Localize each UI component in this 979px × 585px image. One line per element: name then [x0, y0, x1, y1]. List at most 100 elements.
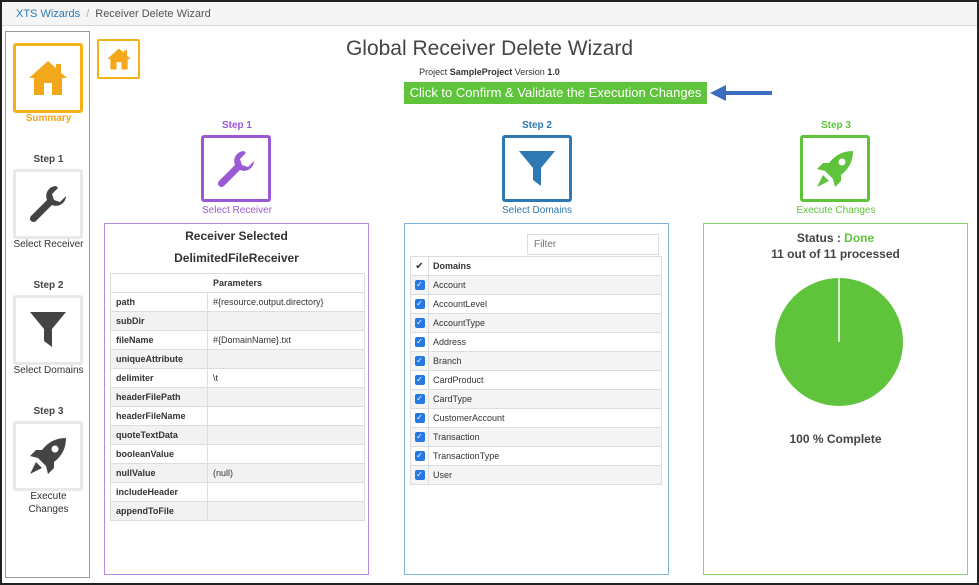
arrow-left-icon: [710, 85, 772, 101]
domain-checkbox[interactable]: ✓: [410, 275, 429, 295]
processed-count: 11 out of 11 processed: [771, 247, 900, 261]
domain-row[interactable]: ✓CardProduct: [410, 370, 662, 390]
domain-checkbox[interactable]: ✓: [410, 313, 429, 333]
page-title: Global Receiver Delete Wizard: [345, 37, 634, 60]
sidebar-select-receiver-button[interactable]: [13, 169, 83, 239]
checkbox-checked-icon: ✓: [414, 299, 425, 310]
sidebar-summary-label: Summary: [25, 113, 72, 124]
parameter-row: booleanValue: [110, 444, 365, 464]
parameter-row: quoteTextData: [110, 425, 365, 445]
home-button[interactable]: [97, 39, 140, 79]
parameter-key: delimiter: [110, 368, 208, 388]
parameter-value: #{DomainName}.txt: [207, 330, 365, 350]
checkbox-checked-icon: ✓: [414, 337, 425, 348]
domain-checkbox[interactable]: ✓: [410, 465, 429, 485]
progress-pie-chart: [775, 278, 903, 406]
domain-row[interactable]: ✓CustomerAccount: [410, 408, 662, 428]
domains-column-header: Domains: [428, 256, 662, 276]
parameter-key: uniqueAttribute: [110, 349, 208, 369]
parameter-value: [207, 349, 365, 369]
project-name: SampleProject: [449, 67, 513, 77]
parameter-value: [207, 425, 365, 445]
parameter-row: includeHeader: [110, 482, 365, 502]
checkbox-checked-icon: ✓: [414, 318, 425, 329]
parameter-value: [207, 387, 365, 407]
step3-execute-changes-button[interactable]: [800, 135, 870, 202]
receiver-name: DelimitedFileReceiver: [174, 251, 299, 265]
checkbox-checked-icon: ✓: [414, 375, 425, 386]
breadcrumb-current: Receiver Delete Wizard: [95, 8, 211, 20]
receiver-panel: Receiver Selected DelimitedFileReceiver …: [104, 223, 369, 575]
sidebar-select-domains-label: Select Domains: [13, 365, 84, 376]
checkbox-checked-icon: ✓: [414, 413, 425, 424]
parameters-header: Parameters: [110, 273, 365, 293]
domain-checkbox[interactable]: ✓: [410, 294, 429, 314]
checkbox-checked-icon: ✓: [414, 451, 425, 462]
domain-row[interactable]: ✓Branch: [410, 351, 662, 371]
parameter-key: headerFileName: [110, 406, 208, 426]
domain-row[interactable]: ✓AccountType: [410, 313, 662, 333]
step2-select-domains-button[interactable]: [502, 135, 572, 202]
domain-row[interactable]: ✓TransactionType: [410, 446, 662, 466]
parameter-key: quoteTextData: [110, 425, 208, 445]
domain-name: AccountLevel: [428, 294, 662, 314]
sidebar-execute-changes-button[interactable]: [13, 421, 83, 491]
domain-row[interactable]: ✓Account: [410, 275, 662, 295]
domain-checkbox[interactable]: ✓: [410, 351, 429, 371]
step2-header: Step 2: [521, 120, 552, 131]
version-prefix: Version: [514, 67, 545, 77]
check-icon: ✔: [415, 260, 424, 272]
completion-text: 100 % Complete: [789, 432, 882, 446]
sidebar-summary-button[interactable]: [13, 43, 83, 113]
domain-checkbox[interactable]: ✓: [410, 408, 429, 428]
domain-row[interactable]: ✓Transaction: [410, 427, 662, 447]
select-all-checkbox[interactable]: ✔: [410, 256, 429, 276]
parameter-key: appendToFile: [110, 501, 208, 521]
parameter-row: delimiter\t: [110, 368, 365, 388]
step3-header: Step 3: [820, 120, 851, 131]
domain-name: Address: [428, 332, 662, 352]
rocket-icon: [30, 438, 66, 474]
step2-caption: Select Domains: [501, 205, 573, 216]
filter-icon: [30, 312, 66, 347]
parameter-value: \t: [207, 368, 365, 388]
sidebar-select-domains-button[interactable]: [13, 295, 83, 365]
status-line: Status : Done: [704, 231, 967, 245]
step1-header: Step 1: [221, 120, 252, 131]
domain-checkbox[interactable]: ✓: [410, 332, 429, 352]
parameter-key: includeHeader: [110, 482, 208, 502]
domain-row[interactable]: ✓AccountLevel: [410, 294, 662, 314]
domain-name: Transaction: [428, 427, 662, 447]
confirm-validate-button[interactable]: Click to Confirm & Validate the Executio…: [404, 82, 707, 104]
parameter-key: subDir: [110, 311, 208, 331]
home-icon: [29, 61, 67, 95]
domain-name: User: [428, 465, 662, 485]
domains-panel: ✔ Domains ✓Account✓AccountLevel✓AccountT…: [404, 223, 669, 575]
domain-name: Account: [428, 275, 662, 295]
domain-row[interactable]: ✓Address: [410, 332, 662, 352]
status-label: Status :: [796, 231, 841, 245]
parameter-key: headerFilePath: [110, 387, 208, 407]
parameter-value: (null): [207, 463, 365, 483]
domain-checkbox[interactable]: ✓: [410, 389, 429, 409]
step1-select-receiver-button[interactable]: [201, 135, 271, 202]
domain-row[interactable]: ✓CardType: [410, 389, 662, 409]
filter-icon: [519, 150, 555, 186]
breadcrumb-link-xts-wizards[interactable]: XTS Wizards: [16, 8, 81, 20]
checkbox-checked-icon: ✓: [414, 356, 425, 367]
domain-checkbox[interactable]: ✓: [410, 427, 429, 447]
parameter-row: fileName#{DomainName}.txt: [110, 330, 365, 350]
domains-table: ✔ Domains ✓Account✓AccountLevel✓AccountT…: [410, 256, 662, 485]
domain-name: AccountType: [428, 313, 662, 333]
step1-caption: Select Receiver: [201, 205, 273, 216]
step3-caption: Execute Changes: [796, 205, 876, 216]
parameter-value: [207, 311, 365, 331]
parameter-row: headerFilePath: [110, 387, 365, 407]
domain-checkbox[interactable]: ✓: [410, 446, 429, 466]
domain-row[interactable]: ✓User: [410, 465, 662, 485]
domain-checkbox[interactable]: ✓: [410, 370, 429, 390]
domain-filter-input[interactable]: [527, 234, 659, 255]
parameter-row: subDir: [110, 311, 365, 331]
domain-name: CardProduct: [428, 370, 662, 390]
